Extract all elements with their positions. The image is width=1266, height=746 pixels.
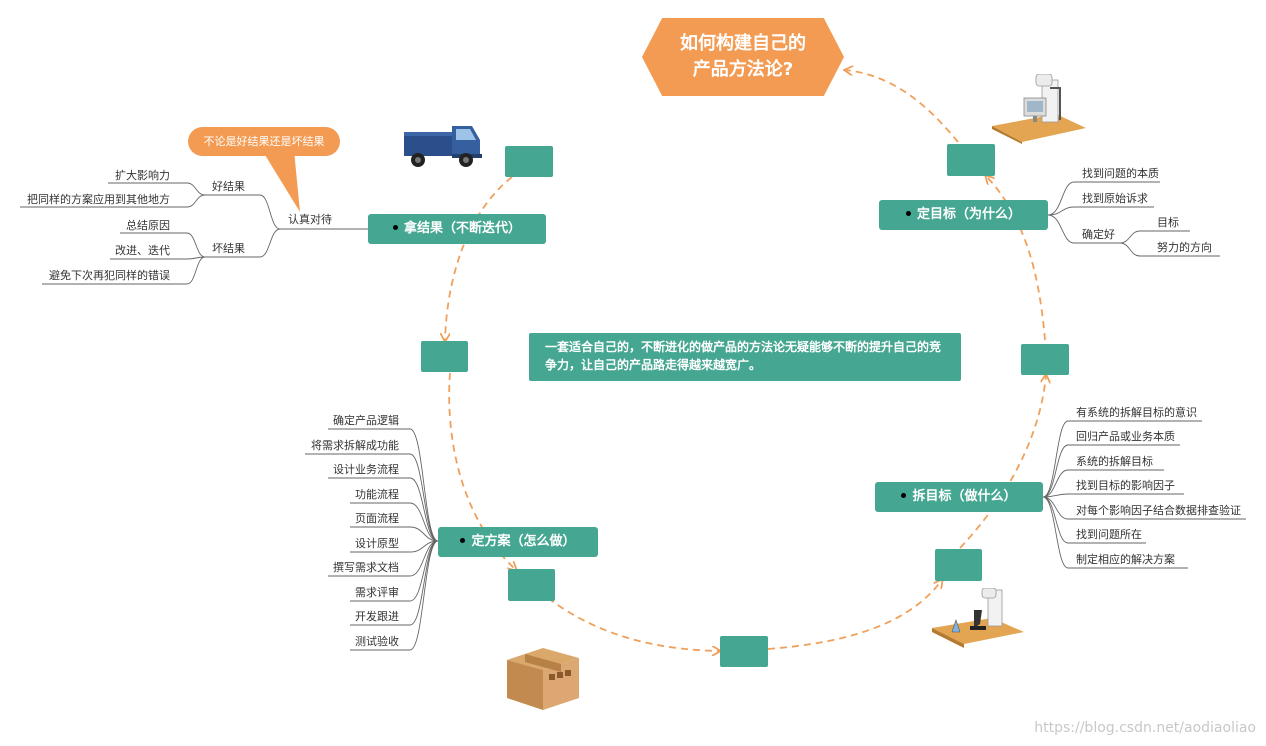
step-tile-lower-left[interactable]: [508, 569, 555, 601]
flow-arrow-to-tile-left: [445, 176, 513, 341]
bullet-icon: [392, 225, 398, 230]
plan-item: 撰写需求文档: [333, 561, 399, 574]
goal-item: 找到原始诉求: [1082, 192, 1148, 205]
step-tile-bottom[interactable]: [720, 636, 768, 667]
goal-determine: 确定好: [1082, 228, 1115, 241]
plan-item: 测试验收: [355, 635, 399, 648]
mindmap-title[interactable]: 如何构建自己的产品方法论?: [642, 18, 844, 96]
plan-item: 将需求拆解成功能: [311, 439, 399, 452]
node-plan[interactable]: 定方案（怎么做）: [438, 527, 598, 557]
result-bad-child: 总结原因: [126, 219, 170, 232]
result-good-child: 扩大影响力: [115, 169, 170, 182]
goal-item: 找到问题的本质: [1082, 167, 1159, 180]
result-good-child: 把同样的方案应用到其他地方: [27, 193, 170, 206]
result-attitude: 认真对待: [288, 213, 332, 226]
result-callout[interactable]: 不论是好结果还是坏结果: [188, 127, 340, 156]
breakdown-branch: [1042, 420, 1246, 569]
plan-item: 设计业务流程: [333, 463, 399, 476]
goal-determine-child: 目标: [1157, 216, 1179, 229]
breakdown-item: 找到目标的影响因子: [1076, 479, 1175, 492]
step-tile-right[interactable]: [1021, 344, 1069, 375]
plan-item: 需求评审: [355, 586, 399, 599]
plan-item: 设计原型: [355, 537, 399, 550]
watermark: https://blog.csdn.net/aodiaoliao: [1034, 720, 1256, 736]
summary-box[interactable]: 一套适合自己的，不断进化的做产品的方法论无疑能够不断的提升自己的竞争力，让自己的…: [529, 333, 961, 381]
breakdown-item: 找到问题所在: [1076, 528, 1142, 541]
node-breakdown[interactable]: 拆目标（做什么）: [875, 482, 1043, 512]
node-goal-label: 定目标（为什么）: [916, 207, 1021, 222]
flow-arrow-to-title: [845, 70, 959, 143]
breakdown-item: 有系统的拆解目标的意识: [1076, 406, 1197, 419]
breakdown-item: 制定相应的解决方案: [1076, 553, 1175, 566]
microscope-lab-icon: [932, 588, 1024, 648]
plan-item: 页面流程: [355, 512, 399, 525]
bullet-icon: [460, 538, 466, 543]
flow-arrow-to-tile-lower-right: [767, 580, 942, 650]
plan-item: 开发跟进: [355, 610, 399, 623]
title-line-1: 如何构建自己的: [680, 33, 806, 54]
step-tile-top-left[interactable]: [505, 146, 553, 177]
result-bad: 坏结果: [212, 242, 245, 255]
bullet-icon: [905, 211, 911, 216]
breakdown-item: 对每个影响因子结合数据排查验证: [1076, 504, 1241, 517]
node-result-label: 拿结果（不断迭代）: [403, 221, 521, 236]
cardboard-box-icon: [507, 648, 579, 710]
plan-branch: [305, 428, 439, 651]
flow-arrow-to-tile-lower-left: [448, 372, 516, 570]
truck-icon: [404, 126, 482, 167]
title-line-2: 产品方法论?: [692, 59, 794, 80]
flow-arrow-to-tile-right: [959, 375, 1046, 549]
breakdown-item: 系统的拆解目标: [1076, 455, 1153, 468]
flow-arrow-to-goal: [986, 176, 1046, 341]
callout-tail: [262, 150, 300, 212]
step-tile-top-right[interactable]: [947, 144, 995, 176]
goal-determine-child: 努力的方向: [1157, 241, 1212, 254]
result-good: 好结果: [212, 180, 245, 193]
step-tile-left[interactable]: [421, 341, 468, 372]
result-bad-child: 避免下次再犯同样的错误: [49, 269, 170, 282]
computer-desk-icon: [992, 74, 1086, 144]
result-branch: [20, 182, 368, 285]
plan-item: 确定产品逻辑: [333, 414, 399, 427]
node-result[interactable]: 拿结果（不断迭代）: [368, 214, 546, 244]
flow-arrow-to-tile-bottom: [547, 597, 720, 651]
result-bad-child: 改进、迭代: [115, 244, 170, 257]
breakdown-item: 回归产品或业务本质: [1076, 430, 1175, 443]
node-plan-label: 定方案（怎么做）: [471, 534, 576, 549]
step-tile-lower-right[interactable]: [935, 549, 982, 581]
plan-item: 功能流程: [355, 488, 399, 501]
goal-branch: [1047, 181, 1220, 257]
bullet-icon: [901, 493, 907, 498]
node-goal[interactable]: 定目标（为什么）: [879, 200, 1048, 230]
node-breakdown-label: 拆目标（做什么）: [912, 489, 1017, 504]
